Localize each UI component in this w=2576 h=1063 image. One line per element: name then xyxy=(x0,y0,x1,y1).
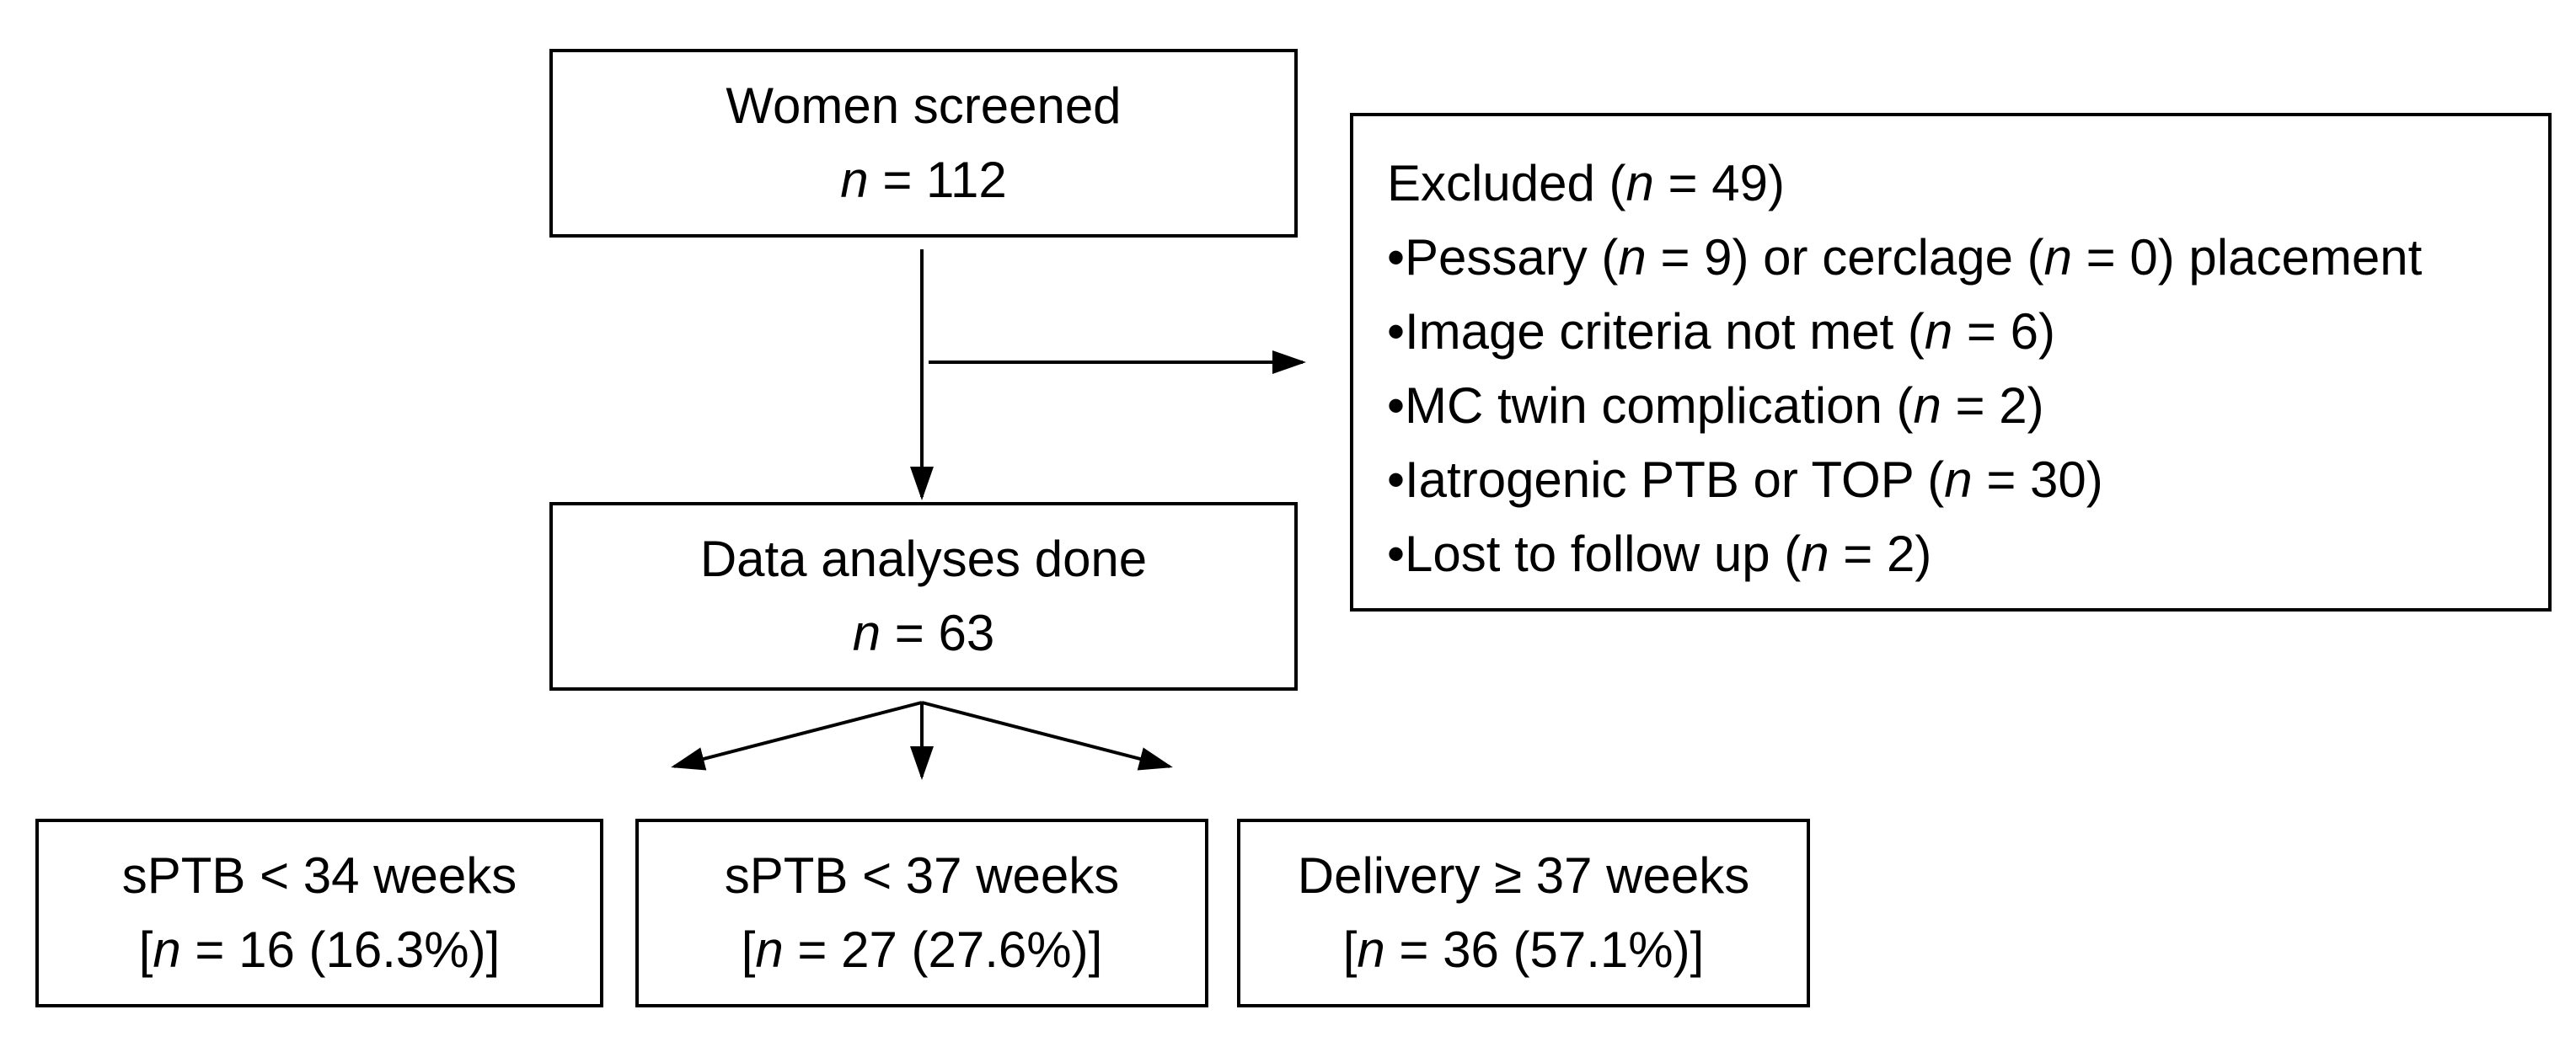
screened-box: Women screened n = 112 xyxy=(549,49,1298,238)
screened-title: Women screened xyxy=(726,77,1122,134)
excluded-item-text: = 6) xyxy=(1952,303,2055,360)
outcome-count-symbol: n xyxy=(1357,921,1385,978)
outcome-count-symbol: n xyxy=(755,921,784,978)
outcome-count: [n = 16 (16.3%)] xyxy=(139,913,501,987)
excluded-item-text: = 9) or cerclage ( xyxy=(1646,229,2044,286)
outcome-title: sPTB < 37 weeks xyxy=(724,847,1120,904)
excluded-item-symbol: n xyxy=(1801,526,1829,582)
arrow-to-outcome-3 xyxy=(921,701,1173,771)
outcome-count-value: = 36 (57.1%)] xyxy=(1384,921,1705,978)
screened-count-value: = 112 xyxy=(868,152,1007,208)
outcome-count: [n = 36 (57.1%)] xyxy=(1343,913,1705,987)
excluded-item-symbol: n xyxy=(1944,451,1973,508)
analyses-box: Data analyses done n = 63 xyxy=(549,502,1298,691)
excluded-item-text: •Lost to follow up ( xyxy=(1387,526,1802,582)
arrow-to-outcome-1 xyxy=(671,701,923,771)
excluded-item-symbol: n xyxy=(1913,377,1941,434)
outcome-count-prefix: [ xyxy=(741,921,756,978)
outcome-box-spbt-34: sPTB < 34 weeks [n = 16 (16.3%)] xyxy=(35,819,603,1007)
excluded-item-text: = 30) xyxy=(1972,451,2103,508)
excluded-item-lost-follow-up: •Lost to follow up (n = 2) xyxy=(1387,517,2548,591)
excluded-item-pessary: •Pessary (n = 9) or cerclage (n = 0) pla… xyxy=(1387,221,2548,295)
analyses-count: n = 63 xyxy=(853,596,995,670)
excluded-heading-prefix: Excluded ( xyxy=(1387,155,1626,211)
excluded-item-symbol: n xyxy=(1618,229,1647,286)
analyses-count-symbol: n xyxy=(852,605,881,661)
excluded-heading: Excluded (n = 49) xyxy=(1387,147,2548,221)
excluded-item-text: = 0) placement xyxy=(2072,229,2423,286)
screened-count: n = 112 xyxy=(840,143,1006,217)
outcome-count: [n = 27 (27.6%)] xyxy=(742,913,1103,987)
excluded-item-mc-twin: •MC twin complication (n = 2) xyxy=(1387,369,2548,443)
analyses-title: Data analyses done xyxy=(699,531,1148,587)
outcome-box-spbt-37: sPTB < 37 weeks [n = 27 (27.6%)] xyxy=(635,819,1208,1007)
excluded-heading-symbol: n xyxy=(1625,155,1654,211)
excluded-item-image-criteria: •Image criteria not met (n = 6) xyxy=(1387,295,2548,369)
outcome-title: sPTB < 34 weeks xyxy=(121,847,517,904)
excluded-item-iatrogenic: •Iatrogenic PTB or TOP (n = 30) xyxy=(1387,443,2548,517)
excluded-item-text: •Image criteria not met ( xyxy=(1387,303,1925,360)
outcome-count-prefix: [ xyxy=(138,921,153,978)
excluded-box: Excluded (n = 49) •Pessary (n = 9) or ce… xyxy=(1350,113,2552,612)
excluded-item-symbol: n xyxy=(1924,303,1953,360)
outcome-box-delivery-37: Delivery ≥ 37 weeks [n = 36 (57.1%)] xyxy=(1237,819,1810,1007)
outcome-count-prefix: [ xyxy=(1342,921,1358,978)
screened-count-symbol: n xyxy=(840,152,869,208)
excluded-heading-value: = 49) xyxy=(1653,155,1785,211)
excluded-item-symbol: n xyxy=(2043,229,2073,286)
excluded-item-text: •Iatrogenic PTB or TOP ( xyxy=(1387,451,1945,508)
outcome-title: Delivery ≥ 37 weeks xyxy=(1297,847,1750,904)
excluded-item-text: •Pessary ( xyxy=(1387,229,1619,286)
analyses-count-value: = 63 xyxy=(881,605,995,661)
outcome-count-value: = 27 (27.6%)] xyxy=(783,921,1103,978)
excluded-item-text: = 2) xyxy=(1941,377,2044,434)
outcome-count-value: = 16 (16.3%)] xyxy=(180,921,501,978)
excluded-item-text: = 2) xyxy=(1829,526,1932,582)
excluded-item-text: •MC twin complication ( xyxy=(1387,377,1914,434)
outcome-count-symbol: n xyxy=(153,921,181,978)
